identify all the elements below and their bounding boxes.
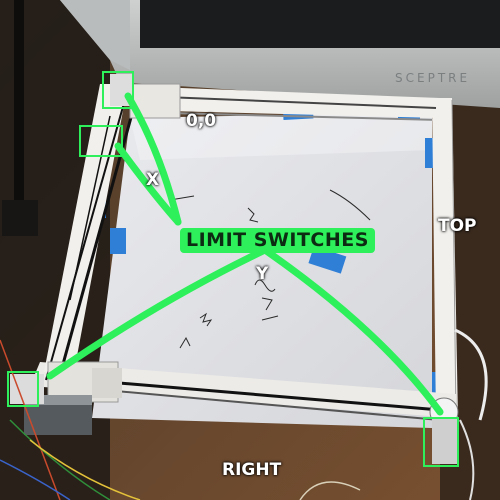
limit-switch-box-right [423,417,459,467]
stand [2,0,38,236]
paper-bed [92,112,432,428]
x-axis-label: X [146,170,160,190]
limit-switch-highlights [7,71,459,467]
line-origin-to-label [124,92,182,226]
line-x-to-label [114,142,182,226]
line-label-to-left-switch [46,246,269,380]
limit-switch-box-origin [102,71,134,109]
limit-switches-label: LIMIT SWITCHES [180,228,375,253]
pen-marks [169,189,371,349]
annotation-lines [46,92,444,416]
top-label: TOP [438,216,477,236]
monitor: SCEPTRE [60,0,500,108]
wires [0,328,488,500]
belts [45,91,441,421]
monitor-brand: SCEPTRE [395,71,470,85]
right-label: RIGHT [222,460,282,480]
limit-switch-box-x [79,125,123,157]
origin-label: 0,0 [186,111,217,131]
y-axis-label: Y [256,264,269,284]
limit-switch-box-left [7,371,39,407]
line-label-to-right-switch [261,246,444,416]
